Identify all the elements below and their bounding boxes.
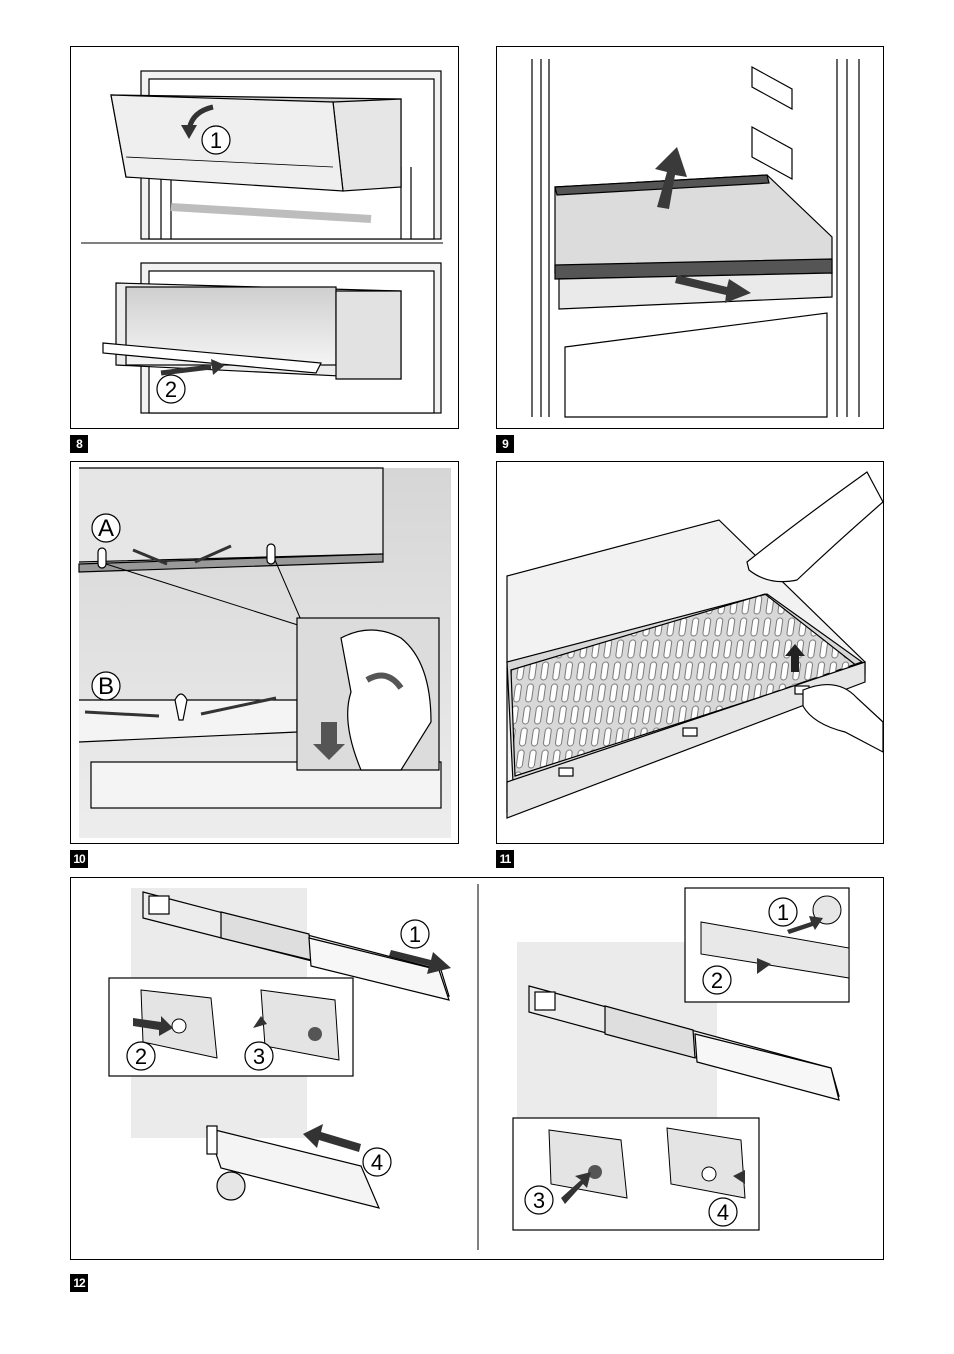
figure-10-illustration: A B bbox=[71, 462, 459, 844]
fig12-step4-left-arrow bbox=[303, 1124, 361, 1152]
figure-11-panel bbox=[496, 461, 884, 844]
figure-9-illustration bbox=[497, 47, 884, 429]
fig12-right-step1-label: 1 bbox=[777, 900, 789, 925]
figure-9-badge: 9 bbox=[496, 435, 514, 453]
fig10-step-b-label: B bbox=[98, 673, 114, 700]
fig9-fridge-drawing bbox=[532, 59, 859, 417]
fig8-lower-shelf-drawing bbox=[103, 263, 441, 413]
fig12-right-step4-label: 4 bbox=[717, 1200, 729, 1225]
fig10-detail-inset bbox=[297, 618, 439, 770]
figure-10-badge: 10 bbox=[70, 850, 88, 868]
figure-8-illustration: 1 2 bbox=[71, 47, 459, 429]
figure-11-badge: 11 bbox=[496, 850, 514, 868]
fig12-left-step2-label: 2 bbox=[135, 1044, 147, 1069]
figure-8-panel: 1 2 bbox=[70, 46, 459, 429]
fig12-left-step4-label: 4 bbox=[371, 1150, 383, 1175]
fig10-step-a-label: A bbox=[98, 515, 114, 542]
fig8-step2-label: 2 bbox=[165, 377, 177, 402]
figure-12-panel: 1 2 3 4 bbox=[70, 877, 884, 1260]
figure-12-illustration: 1 2 3 4 bbox=[71, 878, 884, 1260]
fig12-left-step1-label: 1 bbox=[409, 922, 421, 947]
figure-9-panel bbox=[496, 46, 884, 429]
figure-12-badge: 12 bbox=[70, 1274, 88, 1292]
figure-11-illustration bbox=[497, 462, 884, 844]
fig12-left-removed-strip bbox=[207, 1126, 379, 1208]
figure-10-panel: A B bbox=[70, 461, 459, 844]
figure-8-badge: 8 bbox=[70, 435, 88, 453]
fig8-upper-shelf-drawing bbox=[111, 71, 441, 239]
fig8-step1-label: 1 bbox=[210, 128, 222, 153]
fig12-left-step3-label: 3 bbox=[253, 1044, 265, 1069]
fig12-right-step3-label: 3 bbox=[533, 1188, 545, 1213]
fig12-right-step2-label: 2 bbox=[711, 968, 723, 993]
